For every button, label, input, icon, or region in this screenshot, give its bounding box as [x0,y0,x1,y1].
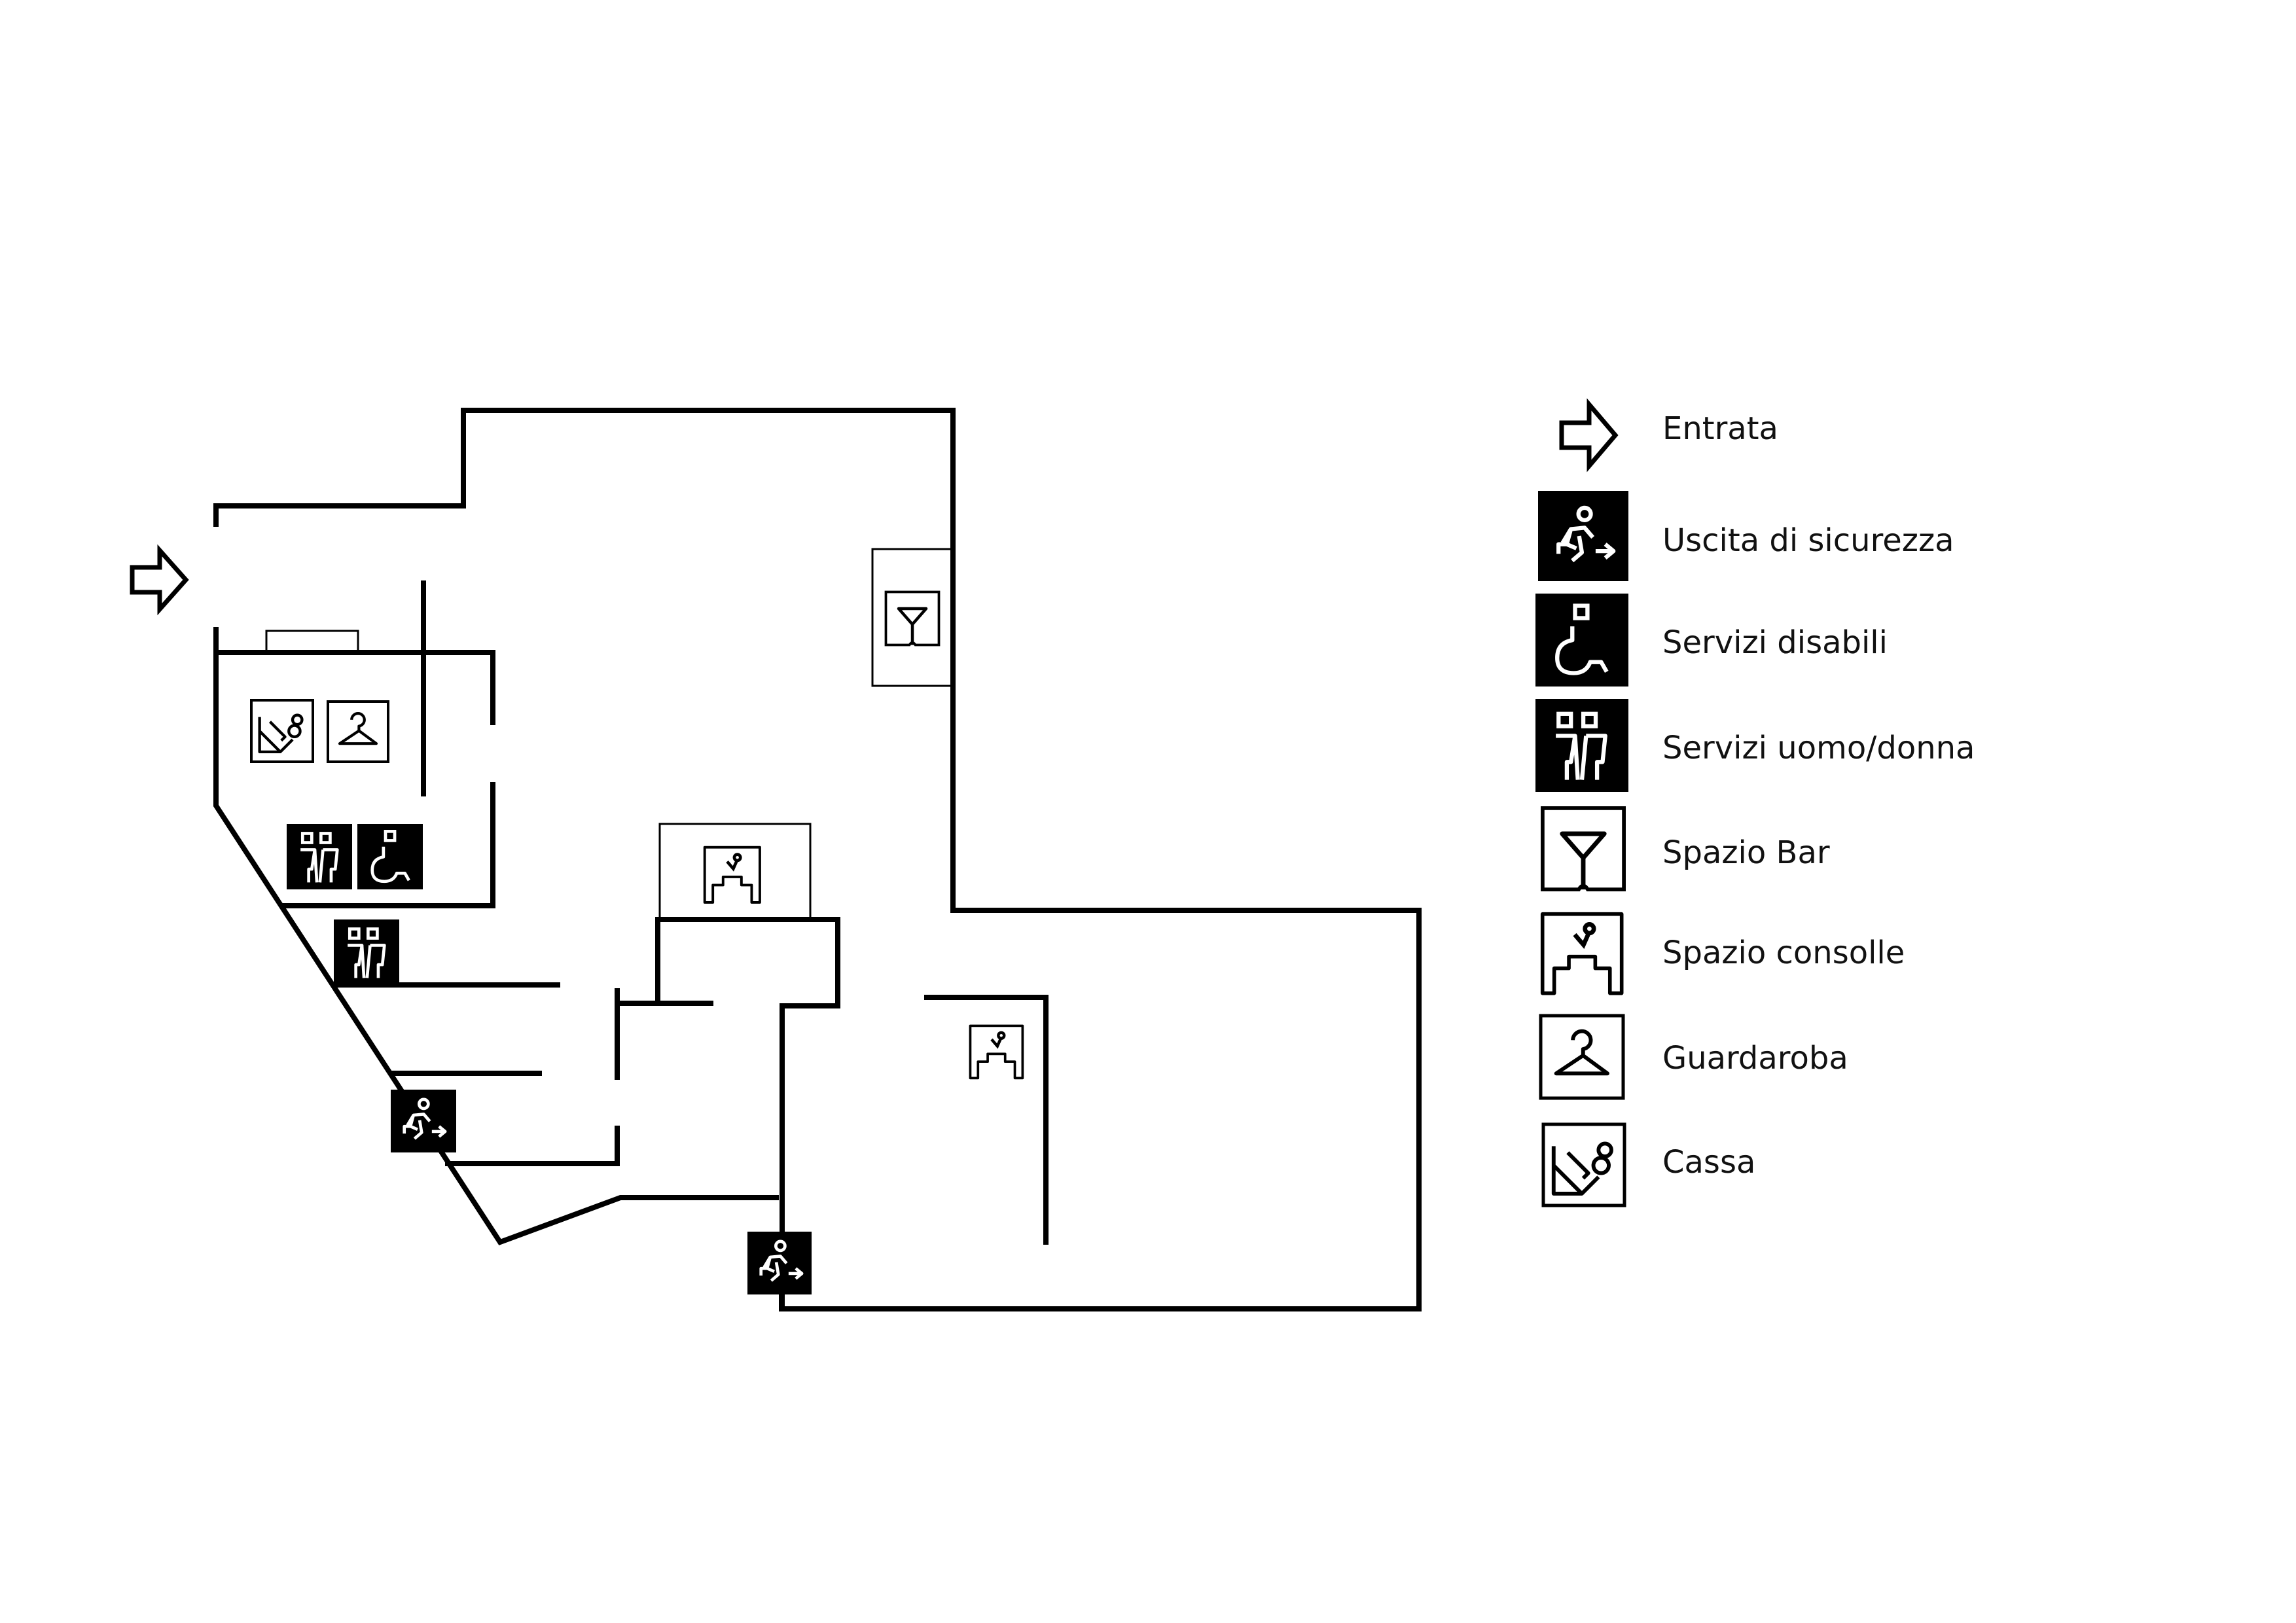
emergency-exit-icon [747,1232,812,1294]
dj-console-icon [705,847,760,902]
legend-label-entrance: Entrata [1662,410,1778,447]
cash-desk [265,630,359,654]
wall-inner-room [924,995,1049,1245]
wheelchair-icon [357,824,423,889]
legend-emergency-exit-icon [1538,491,1628,581]
cashier-icon [250,699,314,763]
legend-dj-console-icon [1543,914,1622,993]
entrance-arrow-icon [130,544,189,616]
legend-wheelchair-icon [1535,594,1628,687]
legend-coat-hanger-icon [1539,1014,1625,1100]
emergency-exit-icon [391,1090,456,1152]
coat-hanger-icon [327,700,389,763]
legend-label-console: Spazio consolle [1662,935,1905,971]
fixtures [265,548,955,921]
legend-label-emergency-exit: Uscita di sicurezza [1662,522,1954,559]
legend-bar-glass-icon [1543,808,1624,889]
restroom-icon [287,824,352,889]
legend-label-cloakroom: Guardaroba [1662,1040,1848,1077]
legend-label-bar: Spazio Bar [1662,834,1830,871]
wall-west-lower [213,627,779,1245]
legend-label-wheelchair: Servizi disabili [1662,624,1888,661]
legend-restroom-icon [1535,699,1628,792]
legend-entrance-icon [1559,398,1619,473]
wall-central-block [655,917,840,1309]
legend-cashier-icon [1541,1122,1626,1207]
restroom-icon [334,919,399,985]
legend: Entrata Uscita di sicurezza Servizi disa… [1535,398,1975,1207]
bar-counter [871,548,955,687]
legend-label-restroom: Servizi uomo/donna [1662,730,1975,766]
wall-restroom-east [281,782,495,908]
legend-label-cashier: Cassa [1662,1144,1755,1181]
wall-west-partition-low [445,1126,620,1166]
dj-console-icon [970,1026,1022,1078]
bar-glass-icon [886,592,939,645]
console-booth [658,823,812,921]
